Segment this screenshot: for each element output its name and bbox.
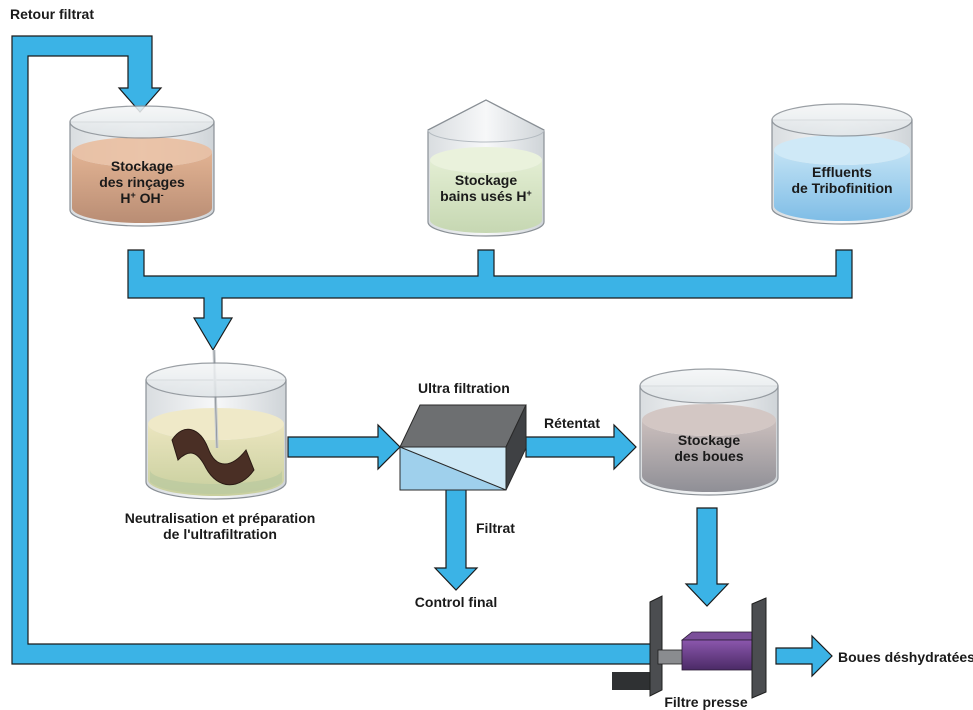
neutralisation-line1: Neutralisation et préparation (124, 510, 316, 526)
filtrat-label: Filtrat (476, 520, 515, 536)
tribo-line1: Effluents (812, 164, 872, 180)
liquid-tribo (774, 150, 910, 221)
rincages-line1: Stockage (110, 158, 174, 174)
tank-tribo (771, 103, 913, 225)
output-pipe (775, 634, 833, 678)
tank-bains (427, 99, 545, 237)
control-final-label: Control final (414, 594, 498, 610)
retour-filtrat-label: Retour filtrat (10, 6, 94, 22)
retentat-pipe (525, 423, 637, 471)
liquid-boues (642, 420, 776, 492)
tank-neutralisation (145, 349, 287, 500)
bains-label: Stockage bains usés H+ (440, 172, 532, 204)
mixer-blade (171, 428, 255, 486)
boues-line1: Stockage (677, 432, 741, 448)
tank-rincages (69, 105, 215, 227)
rincages-line2: des rinçages (99, 174, 185, 191)
rincages-line3: H+ OH- (120, 190, 164, 207)
filter-press (612, 595, 767, 699)
boues-line2: des boues (674, 448, 744, 465)
tribo-line2: de Tribofinition (791, 180, 893, 197)
boues-deshydratees-label: Boues déshydratées (838, 649, 973, 665)
feed-pipe (287, 423, 401, 471)
filtre-presse-label: Filtre presse (664, 694, 748, 710)
liquid-bains (430, 160, 542, 233)
ultra-filtration-label: Ultra filtration (418, 380, 510, 396)
tank-boues (639, 368, 779, 496)
retentat-label: Rétentat (544, 415, 601, 431)
neutralisation-line2: de l'ultrafiltration (163, 526, 277, 543)
sludge-pipe (684, 507, 730, 607)
neutralisation-label: Neutralisation et préparation de l'ultra… (125, 510, 316, 542)
rincages-label: Stockage des rinçages H+ OH- (99, 158, 185, 206)
filtrat-pipe (433, 487, 479, 591)
bains-line2: bains usés H+ (440, 188, 532, 205)
collector-pipe (127, 249, 853, 352)
bains-line1: Stockage (454, 172, 518, 188)
liquid-rincages (72, 152, 212, 223)
ultrafiltration-unit (399, 404, 527, 491)
boues-label: Stockage des boues (674, 432, 743, 464)
tribo-label: Effluents de Tribofinition (791, 164, 892, 196)
